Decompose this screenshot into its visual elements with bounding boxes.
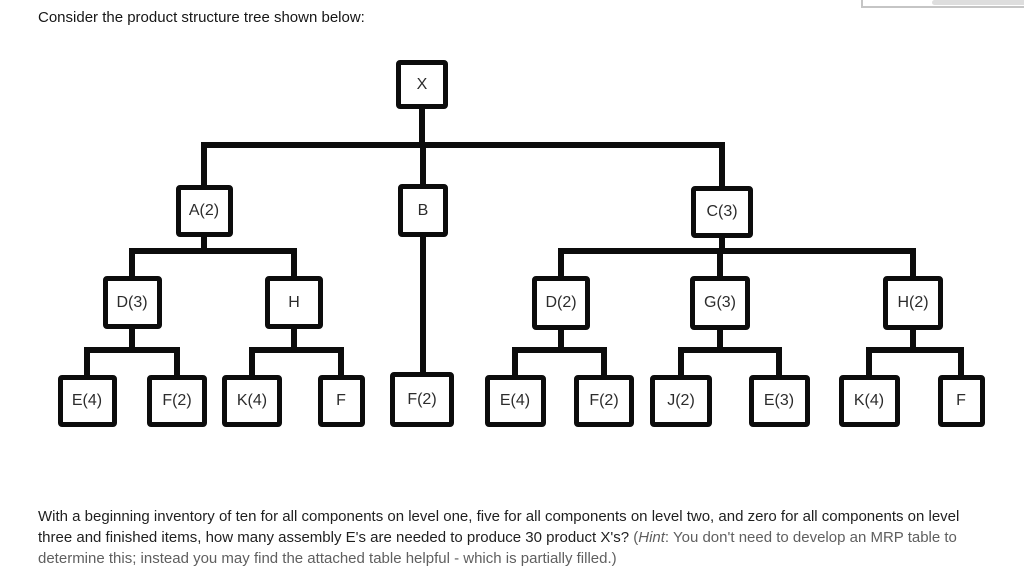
tree-connector xyxy=(719,236,725,254)
tree-node-d3: D(3) xyxy=(102,276,162,329)
tree-connector xyxy=(129,248,135,278)
tree-node-h2: H(2) xyxy=(883,276,943,330)
tree-connector xyxy=(129,248,297,254)
tree-node-label: K(4) xyxy=(236,392,268,409)
tree-node-label: X xyxy=(416,75,428,93)
tree-connector xyxy=(201,235,207,254)
tree-connector xyxy=(201,142,725,148)
tree-connector xyxy=(512,347,518,377)
tree-connector xyxy=(717,328,723,353)
tree-connector xyxy=(201,142,207,187)
tree-node-label: F(2) xyxy=(162,392,192,409)
cropped-ui-fragment xyxy=(861,0,1024,8)
tree-connector xyxy=(866,347,872,377)
tree-connector xyxy=(776,347,782,377)
tree-connector xyxy=(719,142,725,188)
tree-node-label: C(3) xyxy=(706,203,738,220)
tree-connector xyxy=(717,248,723,278)
tree-connector xyxy=(678,347,782,353)
hint-open-paren: ( xyxy=(633,529,639,546)
tree-connector xyxy=(249,347,344,353)
question-main: With a beginning inventory of ten for al… xyxy=(38,508,960,546)
tree-node-label: K(4) xyxy=(853,392,885,409)
tree-node-f-1: F xyxy=(317,375,365,427)
tree-node-label: A(2) xyxy=(188,202,220,219)
tree-connector xyxy=(558,328,564,353)
tree-node-label: D(2) xyxy=(545,294,577,311)
tree-connector xyxy=(512,347,607,353)
tree-node-label: F(2) xyxy=(407,390,437,408)
tree-node-g3: G(3) xyxy=(690,276,750,330)
tree-connector xyxy=(84,347,90,377)
tree-node-label: H xyxy=(288,293,300,311)
tree-connector xyxy=(129,327,135,353)
tree-node-label: E(3) xyxy=(763,392,795,409)
question-text: With a beginning inventory of ten for al… xyxy=(38,506,988,569)
tree-connector xyxy=(84,347,180,353)
tree-node-label: F xyxy=(336,392,346,409)
tree-connector xyxy=(601,347,607,377)
tree-connector xyxy=(558,248,564,278)
tree-connector xyxy=(910,328,916,353)
tree-connector xyxy=(338,347,344,377)
tree-connector xyxy=(678,347,684,377)
tree-node-label: E(4) xyxy=(499,392,531,409)
tree-node-a: A(2) xyxy=(175,185,233,237)
tree-node-label: D(3) xyxy=(116,293,148,311)
tree-node-f2-1: F(2) xyxy=(147,375,207,427)
tree-node-f-2: F xyxy=(937,375,985,427)
tree-node-h1: H xyxy=(265,276,323,329)
tree-node-e3: E(3) xyxy=(748,375,810,427)
tree-node-d2: D(2) xyxy=(532,276,590,330)
tree-node-f2-b: F(2) xyxy=(390,372,454,427)
tree-connector xyxy=(419,107,425,148)
instruction-text: Consider the product structure tree show… xyxy=(38,9,365,26)
tree-node-c: C(3) xyxy=(691,186,753,238)
tree-node-label: F(2) xyxy=(589,392,619,409)
tree-node-label: E(4) xyxy=(71,392,103,409)
tree-connector xyxy=(420,142,426,186)
tree-node-j2: J(2) xyxy=(650,375,712,427)
tree-connector xyxy=(420,235,426,374)
tree-connector xyxy=(958,347,964,377)
tree-node-e4-2: E(4) xyxy=(484,375,546,427)
hint-word: Hint xyxy=(638,529,665,546)
tree-connector xyxy=(291,327,297,353)
hint-rest: : You don't need to develop an MRP table… xyxy=(38,529,957,567)
tree-node-f2-2: F(2) xyxy=(574,375,634,427)
tree-connector xyxy=(174,347,180,377)
tree-node-k4-2: K(4) xyxy=(838,375,900,427)
tree-node-b: B xyxy=(398,184,448,237)
tree-node-label: H(2) xyxy=(897,294,929,311)
tree-node-label: B xyxy=(417,201,429,219)
cropped-button-fragment[interactable] xyxy=(932,0,1024,5)
tree-node-label: G(3) xyxy=(704,294,736,311)
tree-connector xyxy=(249,347,255,377)
tree-node-label: F xyxy=(956,392,966,409)
tree-node-k4-1: K(4) xyxy=(222,375,282,427)
tree-node-x: X xyxy=(396,60,448,109)
tree-connector xyxy=(910,248,916,278)
tree-connector xyxy=(558,248,916,254)
tree-connector xyxy=(291,248,297,278)
tree-node-e4-1: E(4) xyxy=(57,375,117,427)
tree-connector xyxy=(866,347,964,353)
tree-node-label: J(2) xyxy=(667,392,695,409)
product-structure-tree: X A(2) B C(3) D(3) H D(2) G(3) H(2) E(4) F(2) K(4) F… xyxy=(57,60,985,427)
